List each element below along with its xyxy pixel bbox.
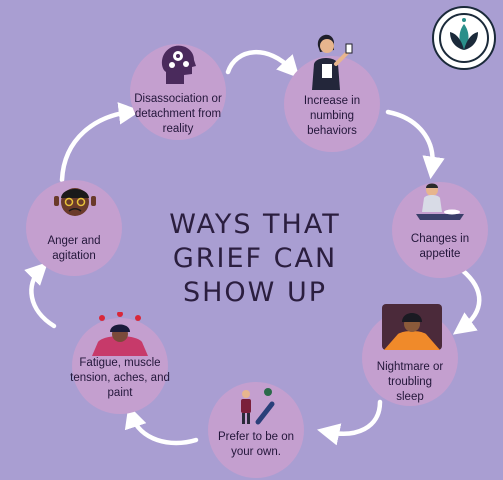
node-fatigue-label: Fatigue, muscle tension, aches, and pain… [70, 357, 170, 399]
arrow-disassociation-to-numbing [225, 50, 300, 79]
person-in-bed-icon [382, 304, 442, 350]
node-nightmare-label: Nightmare or troubling sleep [376, 361, 444, 403]
person-drinking-icon [312, 34, 353, 90]
person-at-table-icon [416, 183, 464, 220]
head-gears-icon [161, 45, 196, 84]
infographic-title: WAYS THAT GRIEF CAN SHOW UP [169, 209, 341, 308]
node-numbing-label: Increase in numbing behaviors [303, 95, 361, 137]
node-disassociation: Disassociation or detachment from realit… [130, 44, 226, 140]
node-anger: Anger and agitation [26, 180, 122, 276]
arrow-nightmare-to-alone [316, 399, 383, 446]
arrow-fatigue-to-anger [24, 262, 57, 329]
arrow-appetite-to-nightmare [452, 267, 482, 335]
lotus-logo-icon [439, 13, 489, 63]
node-nightmare: Nightmare or troubling sleep [362, 304, 458, 406]
node-numbing: Increase in numbing behaviors [284, 34, 380, 152]
node-anger-label: Anger and agitation [47, 235, 101, 262]
tired-person-icon [92, 312, 148, 356]
node-appetite: Changes in appetite [392, 182, 488, 278]
brand-logo [432, 6, 496, 70]
angry-face-icon [54, 188, 96, 216]
node-alone: Prefer to be on your own. [208, 382, 304, 478]
arrow-numbing-to-appetite [385, 109, 445, 180]
node-appetite-label: Changes in appetite [410, 233, 470, 260]
node-disassociation-label: Disassociation or detachment from realit… [134, 93, 222, 135]
person-alone-icon [241, 388, 275, 425]
arrow-anger-to-disassociation [59, 102, 142, 183]
node-alone-label: Prefer to be on your own. [217, 431, 295, 458]
arrow-alone-to-fatigue [124, 405, 199, 446]
node-fatigue: Fatigue, muscle tension, aches, and pain… [70, 312, 170, 414]
